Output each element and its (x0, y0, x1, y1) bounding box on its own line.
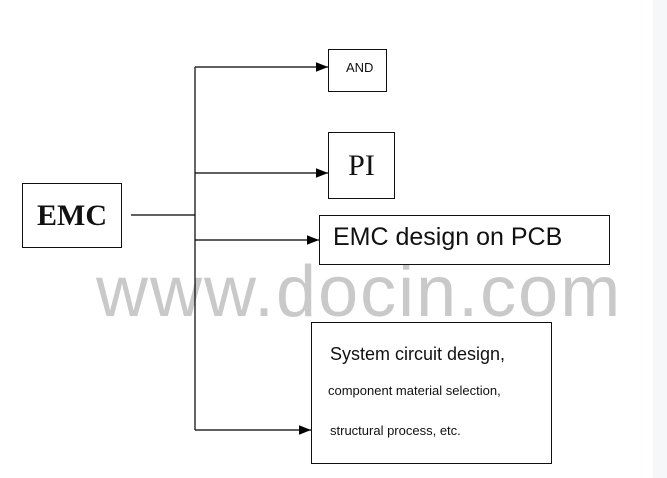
watermark: www.docin.com (96, 252, 623, 332)
and-label: AND (346, 60, 374, 75)
right-edge-strip (653, 0, 667, 478)
system-line-2: component material selection, (328, 383, 501, 398)
pi-label: PI (348, 148, 375, 182)
system-box: System circuit design, component materia… (311, 322, 552, 464)
and-box: AND (328, 49, 387, 92)
pcb-label: EMC design on PCB (333, 223, 563, 251)
emc-root-box: EMC (22, 183, 122, 248)
system-line-1: System circuit design, (330, 344, 506, 364)
pi-box: PI (328, 132, 395, 199)
system-line-3: structural process, etc. (330, 423, 461, 438)
pcb-box: EMC design on PCB (319, 215, 610, 265)
emc-root-label: EMC (37, 198, 107, 232)
